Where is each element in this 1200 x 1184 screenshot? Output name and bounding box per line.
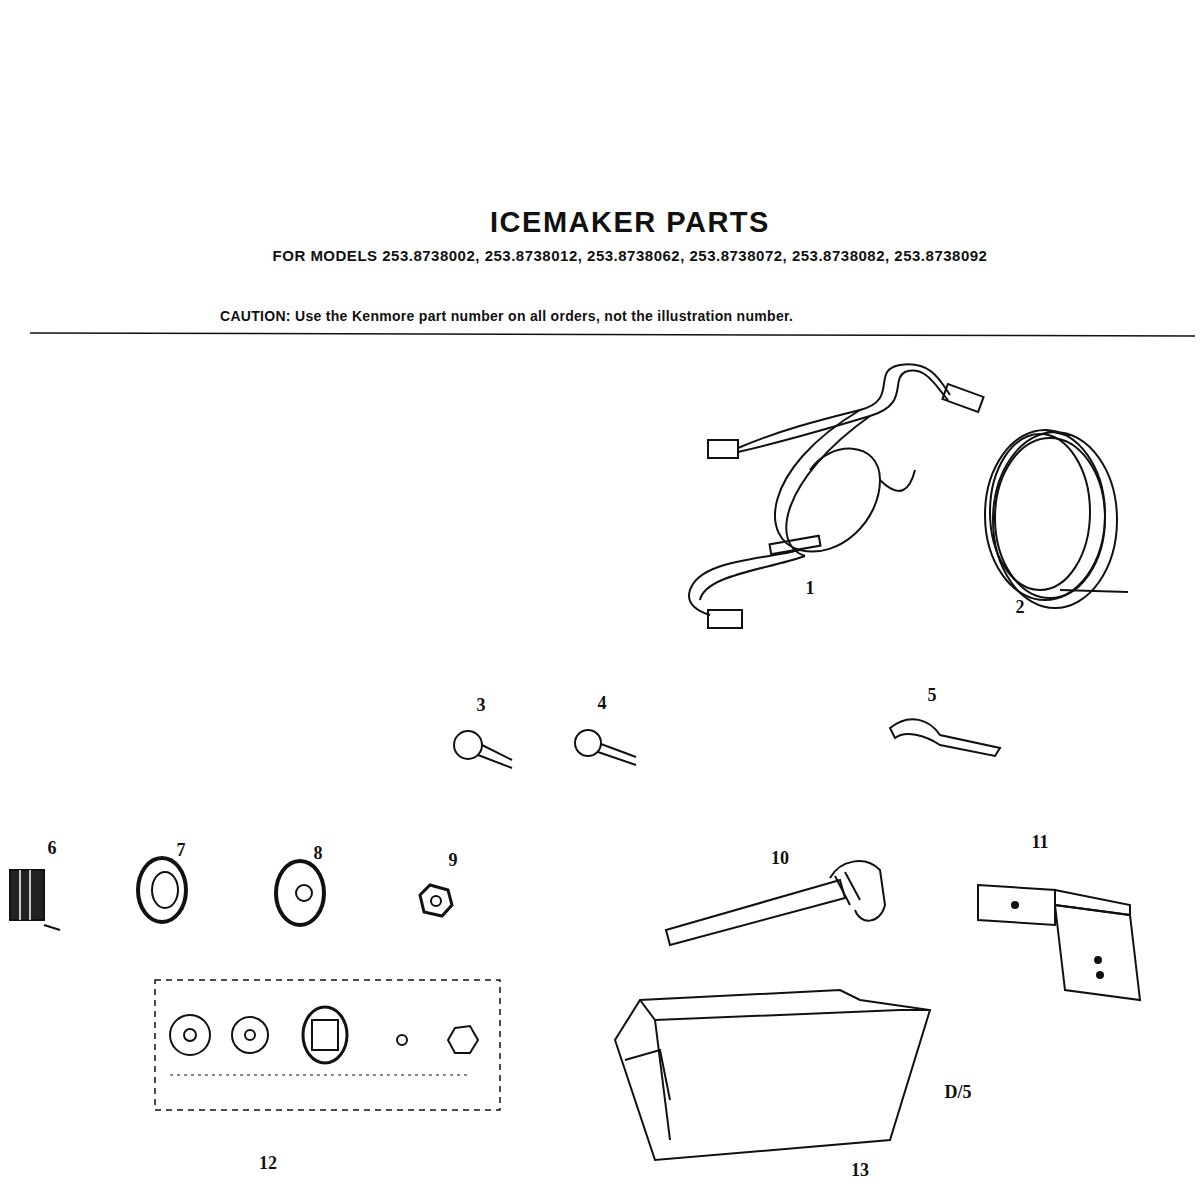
callout-number: 6 [48, 838, 57, 859]
callout-number: 9 [449, 850, 458, 871]
callout-number: 8 [314, 843, 323, 864]
model-list: FOR MODELS 253.8738002, 253.8738012, 253… [250, 240, 1010, 272]
callout-number: 12 [259, 1153, 277, 1174]
callout-number: 11 [1031, 832, 1048, 853]
callout-number: 5 [928, 685, 937, 706]
callout-number: 10 [771, 848, 789, 869]
callout-number: 4 [598, 693, 607, 714]
callout-number: 3 [477, 695, 486, 716]
callout-number: 2 [1016, 597, 1025, 618]
callout-number: 13 [851, 1160, 869, 1181]
callout-number: D/5 [945, 1082, 972, 1103]
callout-number: 7 [177, 840, 186, 861]
caution-note: CAUTION: Use the Kenmore part number on … [220, 308, 793, 324]
callout-number: 1 [806, 578, 815, 599]
page-title: ICEMAKER PARTS [490, 206, 770, 239]
